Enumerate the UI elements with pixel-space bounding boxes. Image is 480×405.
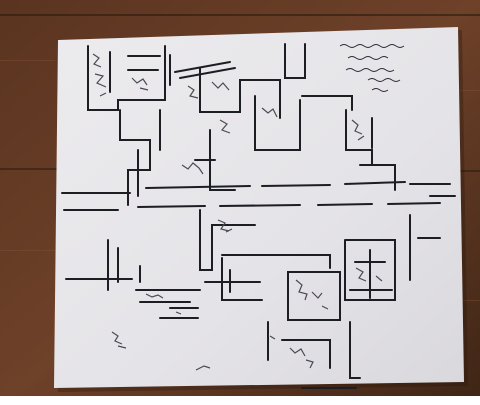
wall-lower-right-room <box>344 239 396 301</box>
handwritten-note <box>339 44 405 92</box>
wall-lower-middle-left <box>199 209 256 271</box>
scribble-bottom-left <box>111 331 211 371</box>
wall-corridor-long-upper <box>61 181 406 194</box>
paper-body <box>54 27 464 388</box>
wall-top-stair <box>169 54 236 86</box>
wall-lower-middle-vertical <box>221 257 263 301</box>
floor-plan-details <box>92 53 383 371</box>
scribble-left-lower <box>145 293 182 315</box>
table-grain-3 <box>455 90 480 91</box>
scribble-lower-right <box>295 279 329 310</box>
scribble-top-center <box>131 77 199 99</box>
wall-right-room <box>301 95 373 166</box>
wall-right-edge <box>409 214 441 281</box>
wall-left-lower-line <box>65 239 133 291</box>
photo-bottom-border <box>0 396 480 405</box>
table-grain-4 <box>455 300 480 301</box>
wall-left-lower-post <box>117 247 141 283</box>
wall-corridor-left <box>119 109 151 206</box>
table-plank-seam-top <box>0 14 480 16</box>
floor-plan-walls <box>61 43 456 389</box>
note-line-4 <box>367 78 401 82</box>
wall-center-upper <box>199 67 281 119</box>
table-plank-seam-left <box>0 168 60 170</box>
note-line-2 <box>347 56 389 60</box>
scribble-mid-left <box>181 162 204 175</box>
scribble-right-room <box>351 119 365 141</box>
note-line-1 <box>339 44 405 48</box>
wall-corridor-right <box>137 109 161 197</box>
wall-lower-middle-span <box>204 254 331 283</box>
wall-bottom-room-2 <box>267 321 357 389</box>
wall-bottom-right <box>349 321 361 379</box>
wall-left-lower-room <box>135 289 201 319</box>
wall-corridor-long-lower <box>63 202 441 211</box>
table-grain-1 <box>0 60 55 61</box>
wall-center-upper-2 <box>254 95 301 151</box>
scribble-bottom <box>269 335 314 369</box>
scribble-lower-center <box>217 219 233 233</box>
scribble-center <box>211 81 278 134</box>
wall-top-right-block <box>284 43 306 79</box>
wall-mid-box <box>194 129 236 191</box>
wall-lower-right-inner <box>349 249 393 299</box>
scribble-lower-right-2 <box>355 267 383 282</box>
table-grain-2 <box>0 250 55 251</box>
note-line-3 <box>345 68 395 72</box>
wall-bottom-room-1 <box>287 271 341 321</box>
wall-top-left-room <box>87 45 166 111</box>
scribble-top-left <box>92 53 107 97</box>
note-line-5 <box>371 88 389 92</box>
wall-corridor-far-right <box>409 183 456 197</box>
wall-top-left-inner <box>109 51 161 93</box>
table-plank-seam-right <box>450 170 480 172</box>
